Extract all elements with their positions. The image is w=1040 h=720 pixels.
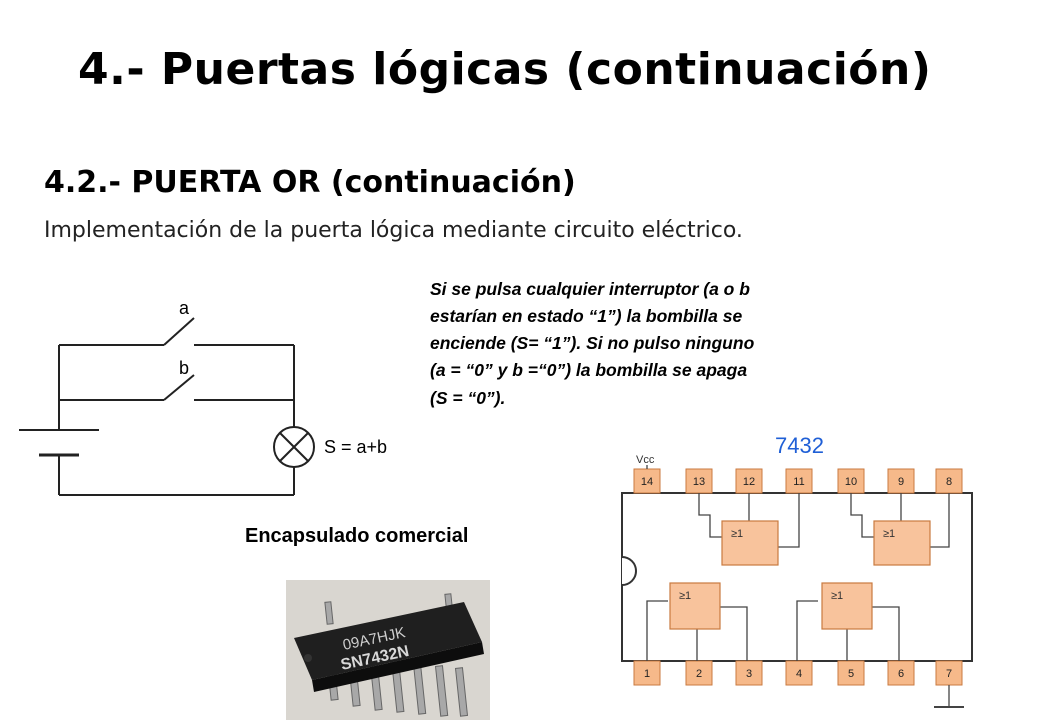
pin-number: 7 xyxy=(946,668,952,680)
gate-symbol: ≥1 xyxy=(679,590,691,602)
pin-6: 6 xyxy=(887,660,915,686)
pin-4: 4 xyxy=(785,660,813,686)
pin-number: 10 xyxy=(845,476,857,488)
pin-number: 12 xyxy=(743,476,755,488)
description-line: enciende (S= “1”). Si no pulso ninguno xyxy=(430,333,755,354)
or-gate-3: ≥1 xyxy=(669,582,721,630)
pin-1: 1 xyxy=(633,660,661,686)
or-circuit-diagram: a b S = a+b xyxy=(19,298,387,496)
switch-a-label: a xyxy=(179,298,190,318)
pin-number: 8 xyxy=(946,476,952,488)
vcc-label: Vcc xyxy=(636,454,655,466)
pin-number: 9 xyxy=(898,476,904,488)
chip-name: 7432 xyxy=(775,433,824,458)
pin-2: 2 xyxy=(685,660,713,686)
pin-number: 11 xyxy=(793,476,804,488)
pin-number: 2 xyxy=(696,668,702,680)
pin-12: 12 xyxy=(735,468,763,494)
output-formula: S = a+b xyxy=(324,437,387,457)
or-gate-1: ≥1 xyxy=(721,520,779,566)
pin-10: 10 xyxy=(837,468,865,494)
top-pin-row: 14 13 12 11 10 9 8 xyxy=(633,468,963,494)
pin-number: 4 xyxy=(796,668,802,680)
description-line: (a = “0” y b =“0”) la bombilla se apaga xyxy=(430,360,748,381)
pin-number: 13 xyxy=(693,476,705,488)
pin-13: 13 xyxy=(685,468,713,494)
pin-7: 7 xyxy=(935,660,963,686)
intro-text: Implementación de la puerta lógica media… xyxy=(44,218,743,243)
pin-3: 3 xyxy=(735,660,763,686)
pin-number: 5 xyxy=(848,668,854,680)
pin-11: 11 xyxy=(785,468,813,494)
pin-number: 6 xyxy=(898,668,904,680)
bottom-pin-row: 1 2 3 4 5 6 7 xyxy=(633,660,963,686)
or-description: Si se pulsa cualquier interruptor (a o b… xyxy=(430,276,900,412)
lamp-icon xyxy=(273,426,315,468)
or-gate-4: ≥1 xyxy=(821,582,873,630)
pin-9: 9 xyxy=(887,468,915,494)
pin-number: 1 xyxy=(644,668,650,680)
pin-14: 14 xyxy=(633,468,661,494)
pin-number: 3 xyxy=(746,668,752,680)
chip-photo: 09A7HJK SN7432N xyxy=(286,580,490,720)
package-label: Encapsulado comercial xyxy=(245,525,469,547)
description-line: Si se pulsa cualquier interruptor (a o b xyxy=(430,279,750,299)
chip-notch xyxy=(621,556,637,586)
or-gate-2: ≥1 xyxy=(873,520,931,566)
switch-b-label: b xyxy=(179,358,189,378)
pin-5: 5 xyxy=(837,660,865,686)
pin-number: 14 xyxy=(641,476,653,488)
gate-symbol: ≥1 xyxy=(831,590,843,602)
pin-8: 8 xyxy=(935,468,963,494)
gate-symbol: ≥1 xyxy=(883,528,895,540)
description-line: estarían en estado “1”) la bombilla se xyxy=(430,306,743,327)
gate-symbol: ≥1 xyxy=(731,528,743,540)
section-heading: 4.2.- PUERTA OR (continuación) xyxy=(44,165,576,200)
description-line: (S = “0”). xyxy=(430,387,506,408)
slide-title: 4.- Puertas lógicas (continuación) xyxy=(78,44,932,95)
